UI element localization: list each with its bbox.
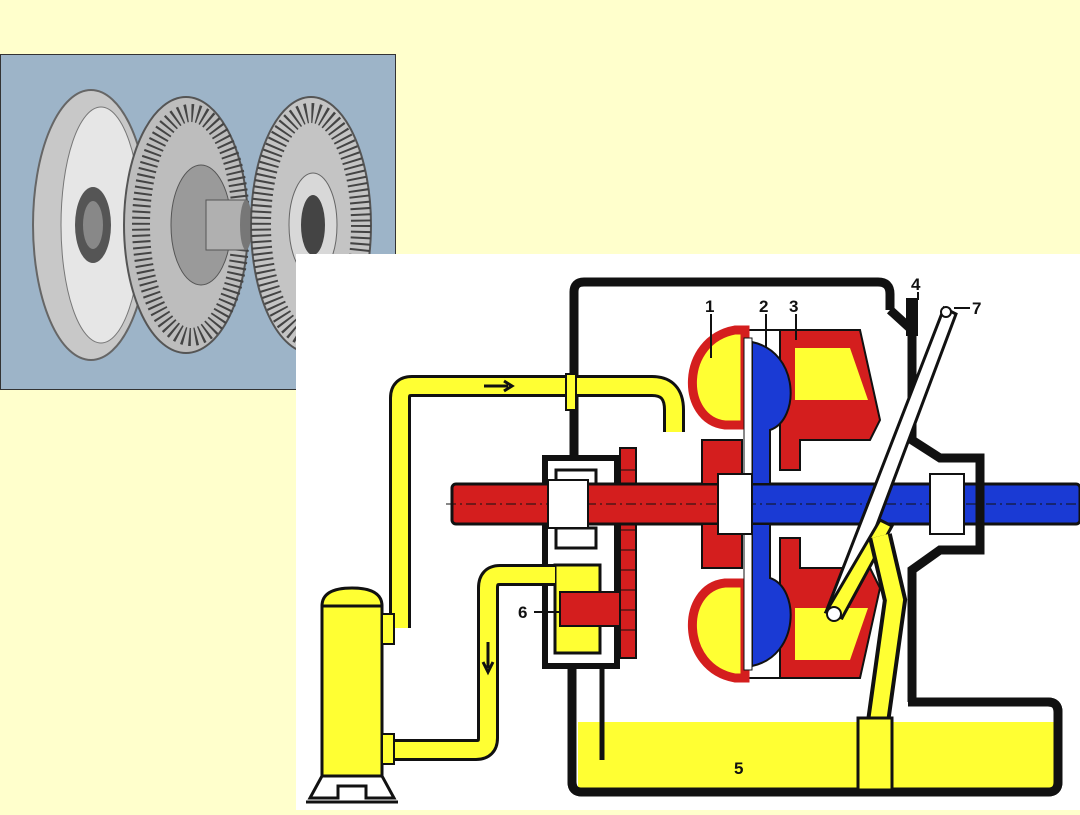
right-housing <box>886 306 985 702</box>
label-4: 4 <box>911 275 921 294</box>
coupling-parts-photo <box>0 54 396 390</box>
cooler-pipe <box>392 567 555 758</box>
supply-pipe <box>392 378 682 628</box>
sump-oil <box>578 722 1054 788</box>
label-1: 1 <box>705 297 714 316</box>
label-2: 2 <box>759 297 768 316</box>
label-7: 7 <box>972 299 981 318</box>
fluid-coupling-components-photo-icon <box>32 89 372 361</box>
gear-6 <box>619 447 637 659</box>
fluid-coupling-schematic: 1 2 3 4 5 6 7 <box>296 254 1080 810</box>
label-5: 5 <box>734 759 743 778</box>
label-3: 3 <box>789 297 798 316</box>
return-pipe <box>569 277 895 462</box>
flow-arrow-down-icon <box>481 642 495 676</box>
oil-cooler <box>306 586 398 804</box>
label-6: 6 <box>518 603 527 622</box>
flow-arrow-right-icon <box>484 379 515 393</box>
cover-4 <box>906 298 918 336</box>
